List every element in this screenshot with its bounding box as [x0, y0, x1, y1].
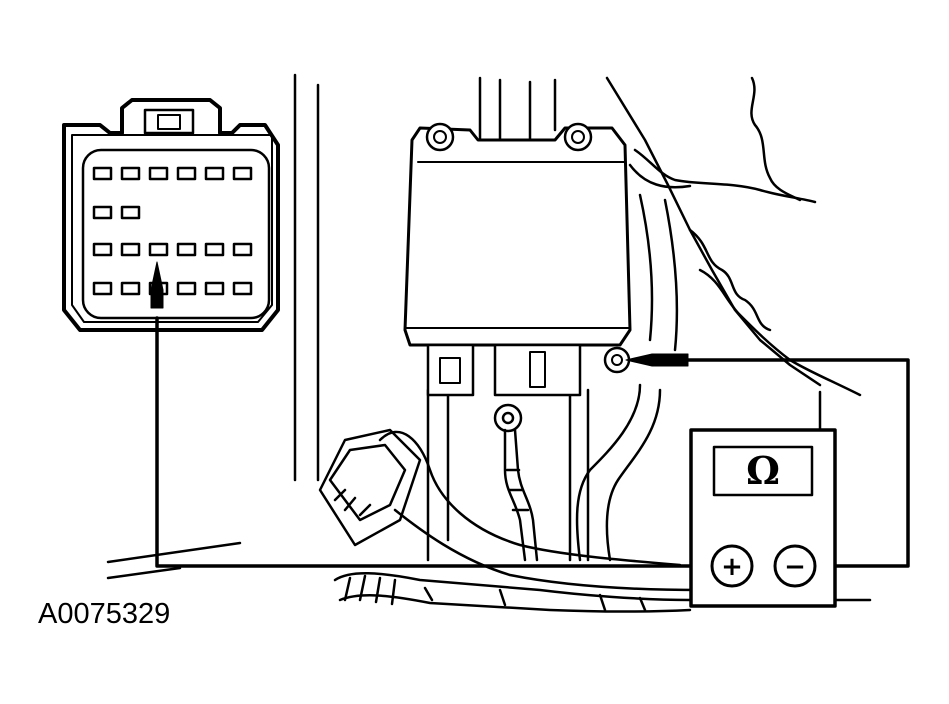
negative-terminal: −: [773, 544, 817, 588]
connector-cavity: [232, 281, 253, 296]
connector-cavity: [176, 281, 197, 296]
meter-display-symbol: Ω: [746, 448, 780, 493]
connector-cavity: [92, 281, 113, 296]
connector-cavity: [92, 205, 113, 220]
positive-terminal: +: [710, 544, 754, 588]
connector-cavity: [92, 166, 113, 181]
connector-cavity: [232, 166, 253, 181]
harness-connector-face: [62, 98, 280, 332]
mount-bolt-top-right: [563, 122, 593, 152]
svg-text:+: +: [721, 552, 743, 582]
connector-cavity: [204, 281, 225, 296]
connector-cavity: [120, 205, 141, 220]
ground-stud: [603, 346, 631, 374]
probe-tip-icon: [625, 353, 689, 367]
vehicle-structure: [106, 73, 872, 602]
connector-cavity: [120, 281, 141, 296]
figure-reference-number: A0075329: [38, 598, 171, 630]
connector-cavity: [232, 242, 253, 257]
connector-cavity: [204, 166, 225, 181]
wiring-harness: [318, 428, 702, 613]
mount-bolt-top-left: [425, 122, 455, 152]
probe-lead-negative: [625, 353, 910, 568]
control-module: [403, 122, 632, 397]
probe-tip-icon: [150, 261, 164, 309]
connector-cavity: [148, 242, 169, 257]
connector-cavity: [92, 242, 113, 257]
probe-lead-positive: [150, 261, 697, 568]
meter-display: [712, 445, 814, 497]
connector-cavity: [176, 242, 197, 257]
connector-cavity: [176, 166, 197, 181]
connector-cavity: [120, 242, 141, 257]
connector-cavity: [148, 166, 169, 181]
ohmmeter: Ω + −: [689, 428, 837, 608]
ground-wire: [493, 403, 539, 562]
connector-cavity: [204, 242, 225, 257]
svg-text:−: −: [784, 552, 806, 582]
connector-cavity: [120, 166, 141, 181]
